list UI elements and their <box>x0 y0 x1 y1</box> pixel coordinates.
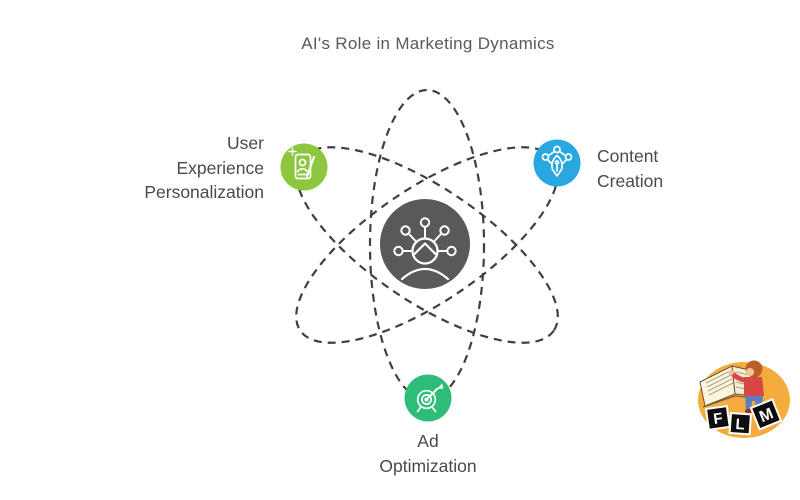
logo-letter-tiles: F L M <box>704 398 783 436</box>
logo-letter: M <box>757 405 776 426</box>
profile-pencil-icon <box>288 147 315 180</box>
ai-pen-nib-icon <box>541 145 573 177</box>
logo-letter-tile: F <box>704 404 731 431</box>
label-content-creation: Content Creation <box>597 144 663 193</box>
target-dart-icon <box>416 383 444 413</box>
logo-letter-tile: L <box>728 411 753 436</box>
logo-letter-tile: M <box>749 398 783 431</box>
label-line: Personalization <box>144 182 264 202</box>
label-line: User <box>227 133 264 153</box>
label-ad-optimization: Ad Optimization <box>379 429 476 478</box>
node-content-creation <box>533 139 581 187</box>
logo-letter: L <box>735 416 745 434</box>
node-ad-optimization <box>404 374 452 422</box>
label-line: Ad <box>417 431 439 451</box>
ai-head-icon <box>393 217 457 281</box>
node-user-experience-personalization <box>280 143 328 191</box>
center-node <box>380 199 470 289</box>
label-line: Content <box>597 146 659 166</box>
label-line: Creation <box>597 170 664 191</box>
label-user-experience-personalization: User Experience Personalization <box>144 131 264 205</box>
ux-node-circle <box>280 143 328 191</box>
diagram-title: AI's Role in Marketing Dynamics <box>301 34 555 53</box>
logo-letter: F <box>712 410 723 428</box>
flm-logo: F L M <box>698 360 790 438</box>
content-node-circle <box>533 139 581 187</box>
label-line: Optimization <box>379 455 477 476</box>
label-line: Experience <box>176 157 264 178</box>
